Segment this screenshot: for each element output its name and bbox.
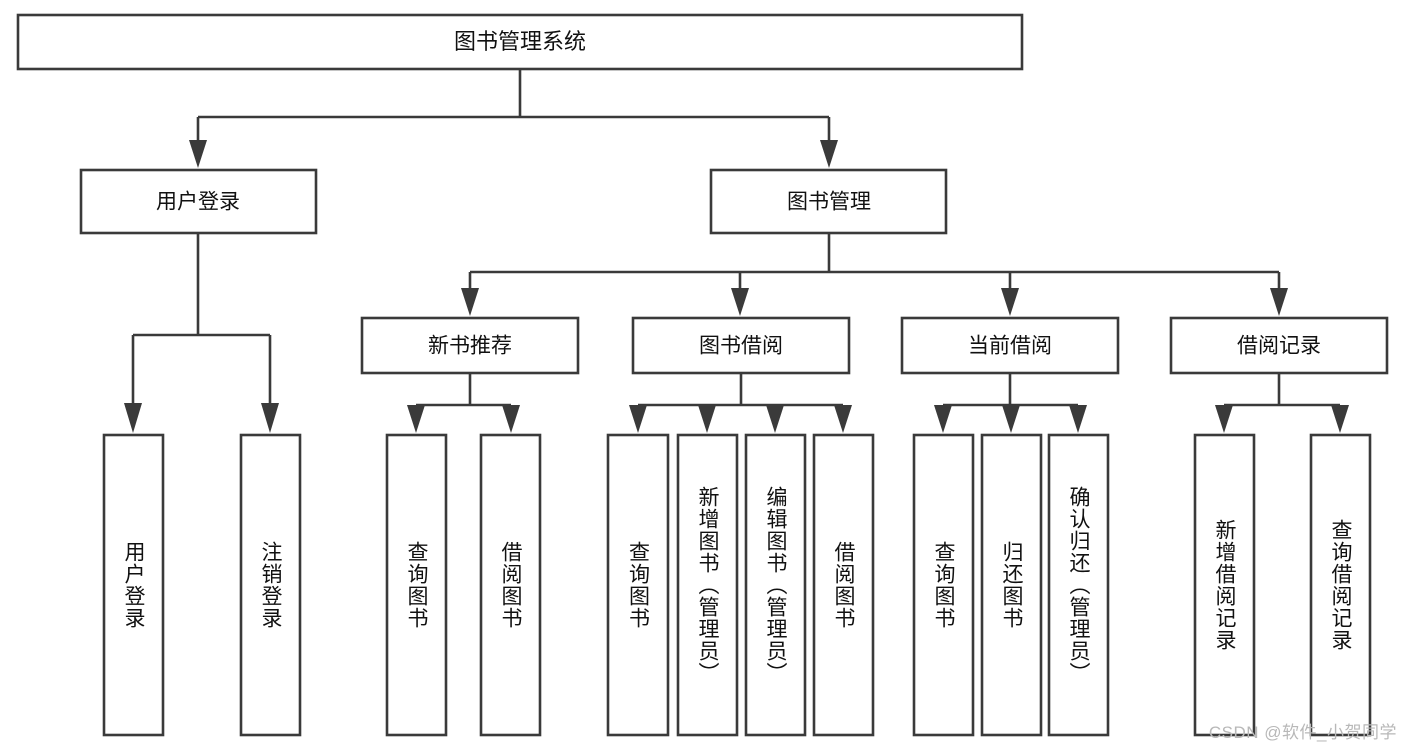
- arrow-leaf-return-book: [1002, 405, 1020, 433]
- arrow-leaf-query-book-3: [934, 405, 952, 433]
- node-user-login[interactable]: 用户登录: [79, 168, 318, 235]
- leaf-box-borrow-book-1[interactable]: [479, 433, 542, 737]
- node-book-borrow[interactable]: 图书借阅: [631, 316, 851, 375]
- arrow-leaf-add-record: [1215, 405, 1233, 433]
- arrow-leaf-query-book-1: [407, 405, 425, 433]
- node-current-borrow[interactable]: 当前借阅: [900, 316, 1120, 375]
- book-borrow-label: 图书借阅: [699, 335, 783, 358]
- arrow-leaf-query-book-2: [629, 405, 647, 433]
- node-book-management[interactable]: 图书管理: [709, 168, 948, 235]
- arrow-leaf-user-login: [124, 403, 142, 433]
- leaf-box-add-book[interactable]: [676, 433, 739, 737]
- leaf-box-query-book-3[interactable]: [912, 433, 975, 737]
- leaf-box-add-record[interactable]: [1193, 433, 1256, 737]
- current-borrow-box[interactable]: [900, 316, 1120, 375]
- arrow-book-borrow: [731, 288, 749, 316]
- root-box[interactable]: [16, 13, 1024, 71]
- arrow-user-login: [189, 140, 207, 168]
- book-borrow-box[interactable]: [631, 316, 851, 375]
- leaf-box-confirm-return[interactable]: [1047, 433, 1110, 737]
- arrow-leaf-query-record: [1331, 405, 1349, 433]
- root-label: 图书管理系统: [454, 29, 586, 54]
- new-book-recommend-box[interactable]: [360, 316, 580, 375]
- book-management-box[interactable]: [709, 168, 948, 235]
- leaf-box-logout[interactable]: [239, 433, 302, 737]
- arrow-leaf-confirm-return: [1069, 405, 1087, 433]
- borrow-record-box[interactable]: [1169, 316, 1389, 375]
- book-management-label: 图书管理: [787, 191, 871, 214]
- arrow-leaf-borrow-book-2: [834, 405, 852, 433]
- arrow-borrow-record: [1270, 288, 1288, 316]
- leaf-box-edit-book[interactable]: [744, 433, 807, 737]
- node-root[interactable]: 图书管理系统: [16, 13, 1024, 71]
- arrow-leaf-edit-book: [766, 405, 784, 433]
- arrow-leaf-logout: [261, 403, 279, 433]
- node-new-book-recommend[interactable]: 新书推荐: [360, 316, 580, 375]
- leaf-box-query-book-2[interactable]: [606, 433, 670, 737]
- arrow-leaf-borrow-book-1: [502, 405, 520, 433]
- leaf-box-query-book-1[interactable]: [385, 433, 448, 737]
- leaf-box-return-book[interactable]: [980, 433, 1043, 737]
- current-borrow-label: 当前借阅: [968, 335, 1052, 358]
- arrow-new-book-recommend: [461, 288, 479, 316]
- leaf-box-user-login[interactable]: [102, 433, 165, 737]
- csdn-watermark: CSDN @软件_小贺同学: [1208, 723, 1397, 742]
- arrow-leaf-add-book: [698, 405, 716, 433]
- arrow-book-mgmt: [820, 140, 838, 168]
- borrow-record-label: 借阅记录: [1237, 335, 1321, 358]
- leaf-box-borrow-book-2[interactable]: [812, 433, 875, 737]
- arrow-current-borrow: [1001, 288, 1019, 316]
- user-login-label: 用户登录: [156, 191, 240, 214]
- new-book-recommend-label: 新书推荐: [428, 335, 512, 358]
- node-borrow-record[interactable]: 借阅记录: [1169, 316, 1389, 375]
- leaf-box-query-record[interactable]: [1309, 433, 1372, 737]
